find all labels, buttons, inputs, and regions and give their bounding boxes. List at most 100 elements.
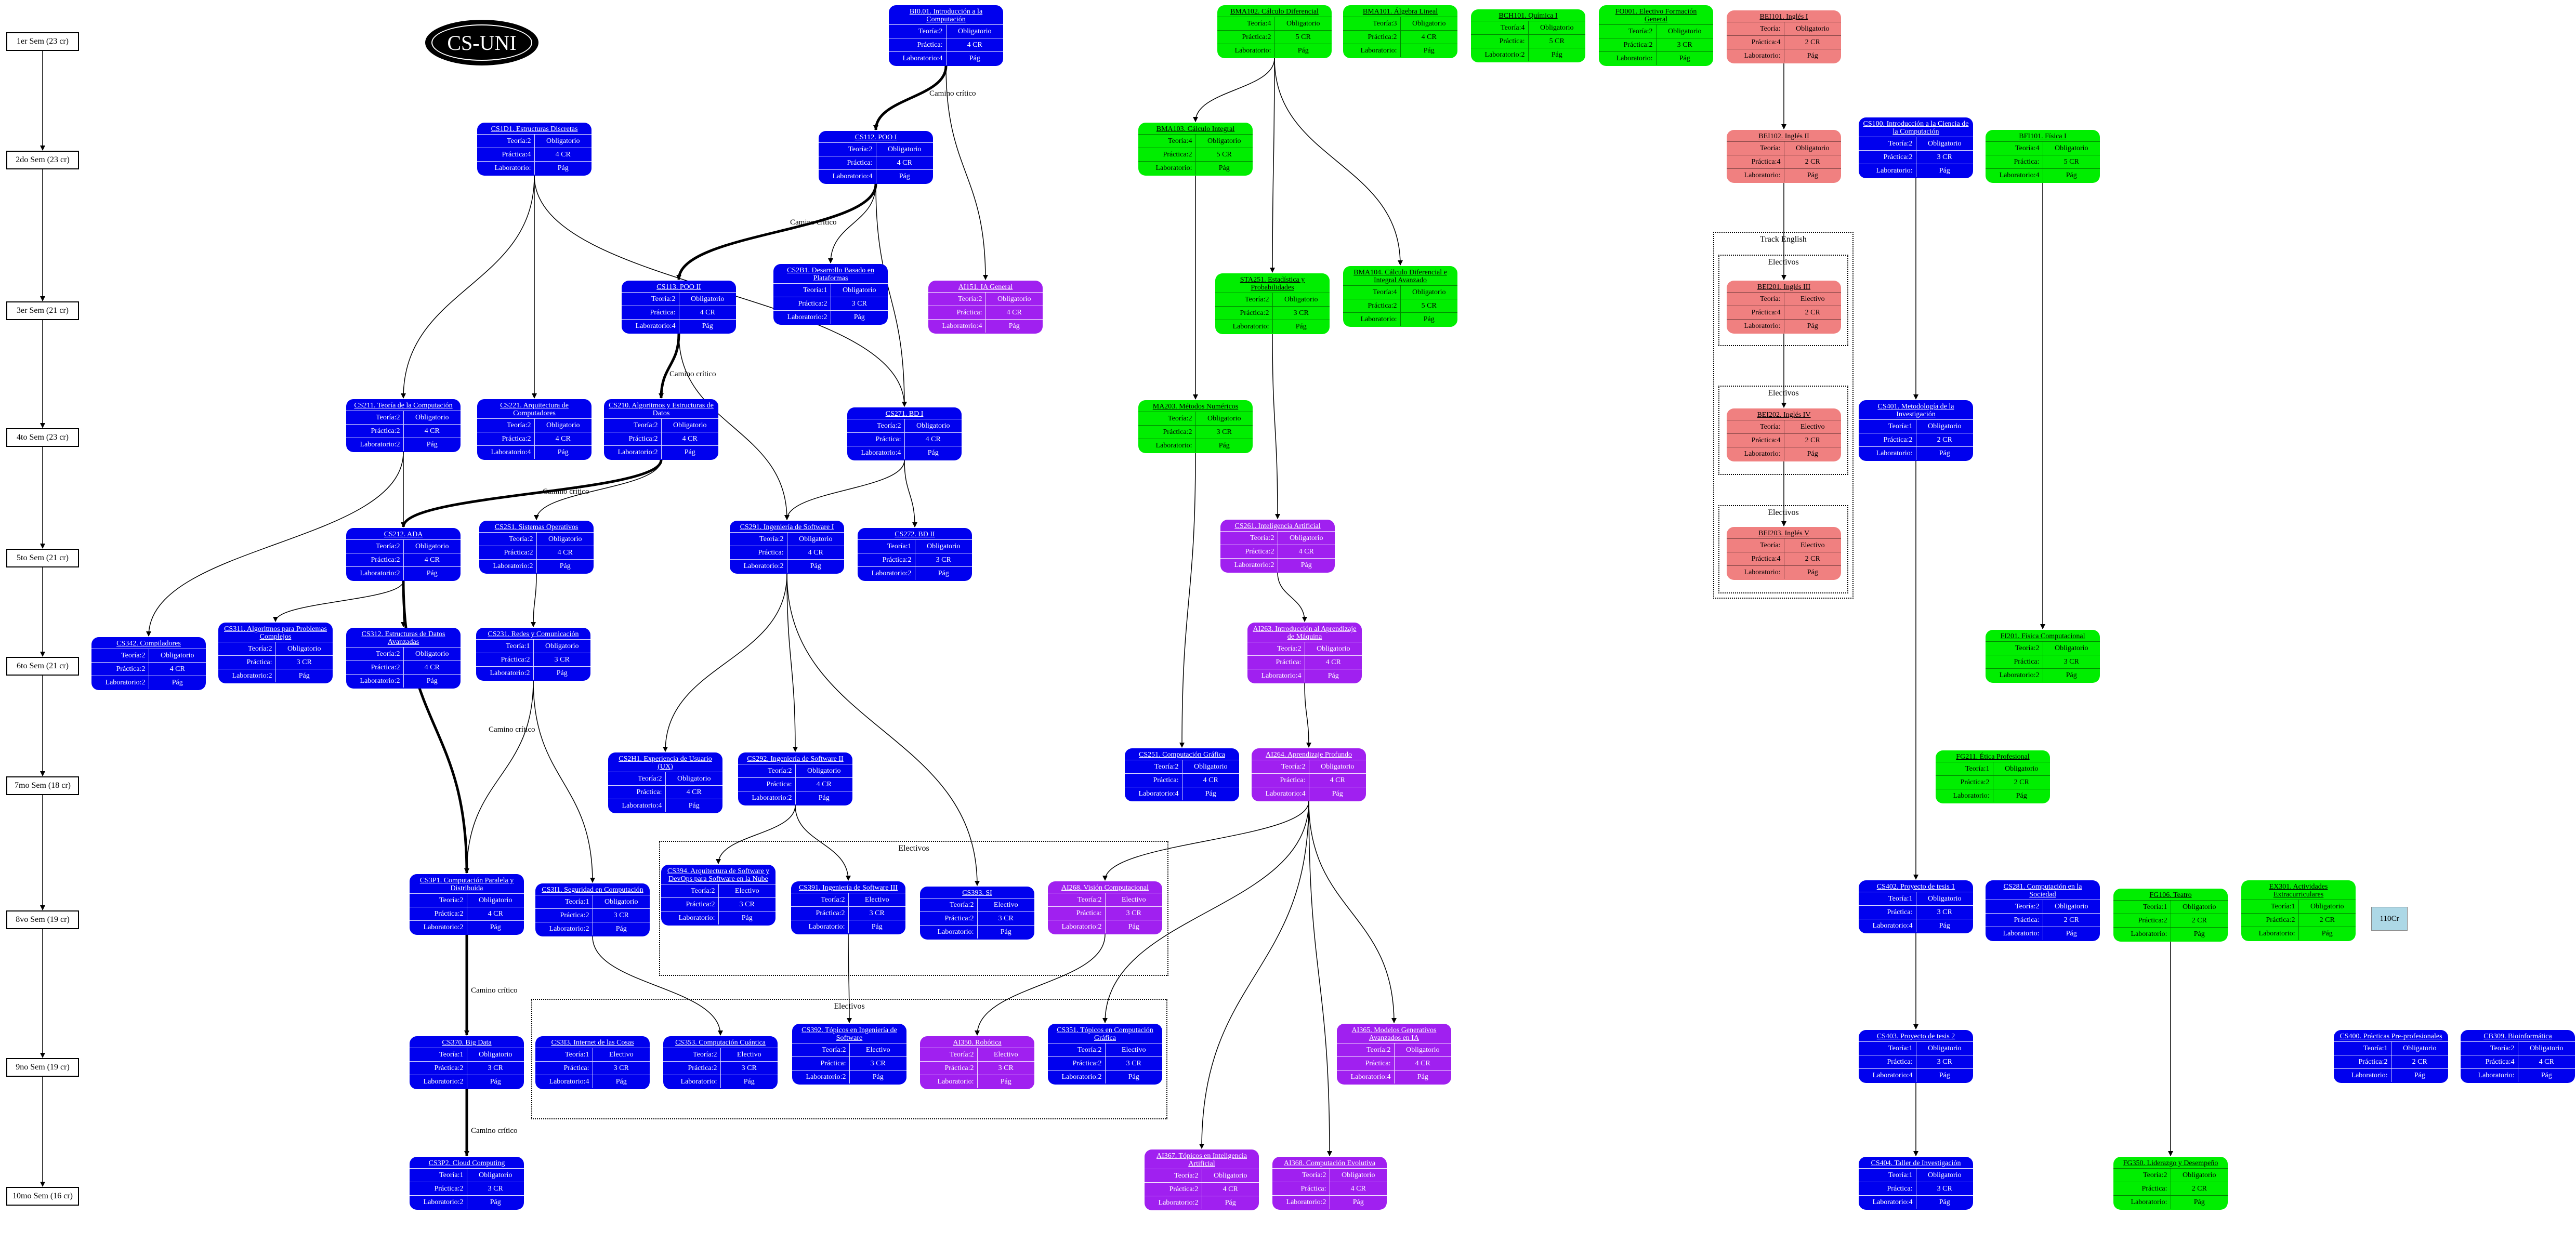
prerequisite-edge	[784, 460, 905, 520]
course-node-cs210[interactable]: CS210. Algoritmos y Estructuras de Datos…	[604, 399, 718, 460]
course-hours-cell: Práctica:	[1986, 913, 2043, 927]
course-hours-cell: Laboratorio:2	[479, 559, 537, 573]
course-hours-cell: Práctica:2	[535, 908, 593, 922]
course-info-cell: Pág	[1916, 1068, 1973, 1082]
course-hours-cell: Laboratorio:2	[730, 559, 787, 573]
course-node-bma104[interactable]: BMA104. Cálculo Diferencial e Integral A…	[1343, 266, 1457, 327]
course-hours-cell: Práctica:	[928, 306, 986, 320]
course-info-cell: Pág	[1916, 164, 1973, 177]
prerequisite-edge	[1270, 58, 1276, 273]
course-node-ai365[interactable]: AI365. Modelos Generativos Avanzados en …	[1337, 1024, 1451, 1085]
course-info-cell: 4 CR	[985, 306, 1043, 320]
course-hours-cell: Laboratorio:	[2113, 1195, 2171, 1209]
course-hours-cell: Teoría:2	[1125, 760, 1182, 774]
course-title: CS2B1. Desarrollo Basado en Plataformas	[787, 267, 874, 282]
course-info-cell: 2 CR	[1784, 35, 1841, 49]
course-hours-cell: Teoría:2	[1272, 1168, 1330, 1182]
course-title: BI0.01. Introducción a la Computación	[909, 8, 983, 23]
course-info-cell: Pág	[2518, 1068, 2575, 1082]
course-info-cell: 3 CR	[1105, 906, 1162, 920]
course-node-cs394[interactable]: CS394. Arquitectura de Software y DevOps…	[661, 865, 776, 926]
course-node-ai367[interactable]: AI367. Tópicos en Inteligencia Artificia…	[1145, 1149, 1259, 1210]
course-info-cell: Electivo	[1784, 420, 1841, 434]
semester-label: 2do Sem (23 cr)	[6, 151, 79, 169]
course-info-cell: Pág	[1394, 1070, 1451, 1084]
course-info-cell: Obligatorio	[2518, 1041, 2575, 1055]
course-title: FO001. Electivo Formación General	[1615, 8, 1697, 23]
course-title: CS221. Arquitectura de Computadores	[500, 402, 569, 417]
course-title: BCH101. Química I	[1499, 12, 1558, 20]
course-hours-cell: Laboratorio:4	[1859, 1068, 1916, 1082]
course-info-cell: 4 CR	[149, 662, 206, 676]
course-info-cell: Pág	[534, 161, 592, 175]
course-node-cs2h1[interactable]: CS2H1. Experiencia de Usuario (UX)Teoría…	[608, 752, 722, 813]
course-node-cs100[interactable]: CS100. Introducción a la Ciencia de la C…	[1859, 117, 1973, 178]
course-node-ai263[interactable]: AI263. Introducción al Aprendizaje de Má…	[1247, 623, 1362, 683]
course-hours-cell: Práctica:4	[1727, 552, 1784, 566]
course-node-cs311[interactable]: CS311. Algoritmos para Problemas Complej…	[218, 623, 333, 683]
course-hours-cell: Laboratorio:	[2461, 1068, 2518, 1082]
course-info-cell: 5 CR	[1528, 34, 1585, 48]
course-hours-cell: Práctica:2	[410, 907, 467, 921]
course-hours-cell: Laboratorio:4	[819, 169, 876, 183]
course-node-cs3p1[interactable]: CS3P1. Computación Paralela y Distribuid…	[410, 874, 524, 935]
course-node-cs392[interactable]: CS392. Tópicos en Ingeniería de Software…	[792, 1024, 906, 1085]
